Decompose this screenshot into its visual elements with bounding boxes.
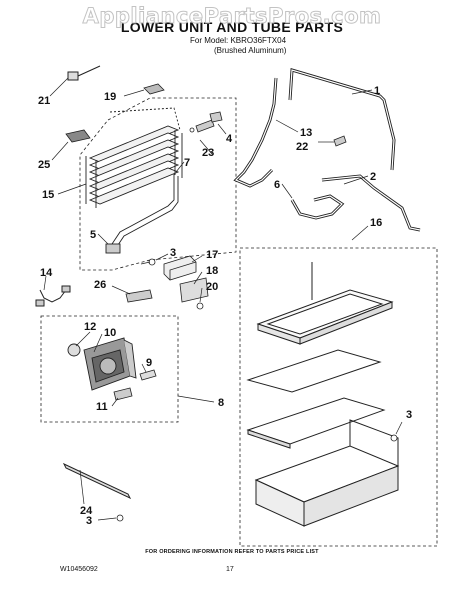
drain-pan-assembly [246, 262, 400, 527]
callout-13: 13 [300, 127, 312, 139]
finish-line: (Brushed Aluminum) [214, 46, 287, 55]
callout-12: 12 [84, 321, 96, 333]
screw-part-3-rail [116, 514, 124, 522]
callout-22: 22 [296, 141, 308, 153]
callout-6: 6 [274, 179, 280, 191]
callout-16: 16 [370, 217, 382, 229]
tube-part-13 [233, 77, 278, 188]
bracket-part-26 [125, 289, 153, 303]
callout-23: 23 [202, 147, 214, 159]
tube-part-1 [288, 68, 396, 171]
document-number: W10456092 [60, 566, 98, 573]
callout-19: 19 [104, 91, 116, 103]
callout-8: 8 [218, 397, 224, 409]
label-plate-part [143, 83, 165, 95]
leader-lines [43, 77, 403, 521]
callout-3-upper: 3 [170, 247, 176, 259]
callout-3-rail: 3 [86, 515, 92, 527]
callout-1: 1 [374, 85, 380, 97]
callout-4: 4 [226, 133, 233, 145]
page-number: 17 [226, 566, 234, 573]
model-line: For Model: KBRO36FTX04 [190, 36, 287, 45]
callout-24: 24 [80, 505, 93, 517]
screw-part-20 [196, 302, 204, 310]
callout-25: 25 [38, 159, 50, 171]
page-title: LOWER UNIT AND TUBE PARTS [120, 19, 344, 35]
callout-10: 10 [104, 327, 116, 339]
fan-screw-part-9 [139, 369, 157, 381]
hose-part [290, 194, 345, 220]
bracket-part-18 [179, 277, 209, 303]
callout-9: 9 [146, 357, 152, 369]
callout-14: 14 [40, 267, 53, 279]
callout-18: 18 [206, 265, 218, 277]
ordering-note: FOR ORDERING INFORMATION REFER TO PARTS … [145, 549, 319, 555]
rail-part-24 [62, 462, 132, 500]
bracket-part-17 [163, 255, 197, 281]
callout-5: 5 [90, 229, 96, 241]
model-info: For Model: KBRO36FTX04 (Brushed Aluminum… [190, 36, 286, 56]
callout-20: 20 [206, 281, 218, 293]
fitting-part [333, 135, 347, 147]
harness-part [105, 174, 179, 254]
screw-part [140, 258, 156, 266]
tube-part-2 [321, 174, 421, 232]
watermark: AppliancePartsPros.com [82, 4, 382, 29]
screw-part-3-lower [390, 434, 398, 442]
fan-assembly [67, 337, 137, 391]
callout-15: 15 [42, 189, 54, 201]
fan-group-box [40, 315, 179, 423]
callout-2: 2 [370, 171, 376, 183]
connector-part [189, 111, 223, 133]
plug-part [67, 65, 101, 81]
pad-part [65, 129, 91, 143]
callout-11: 11 [96, 401, 108, 413]
evaporator-coil [85, 107, 183, 208]
callout-21: 21 [38, 95, 50, 107]
callout-7: 7 [184, 157, 190, 169]
wire-part-14 [35, 285, 71, 307]
callout-17: 17 [206, 249, 218, 261]
fan-bracket-part-11 [113, 387, 133, 401]
callout-26: 26 [94, 279, 106, 291]
callout-3-pan: 3 [406, 409, 412, 421]
